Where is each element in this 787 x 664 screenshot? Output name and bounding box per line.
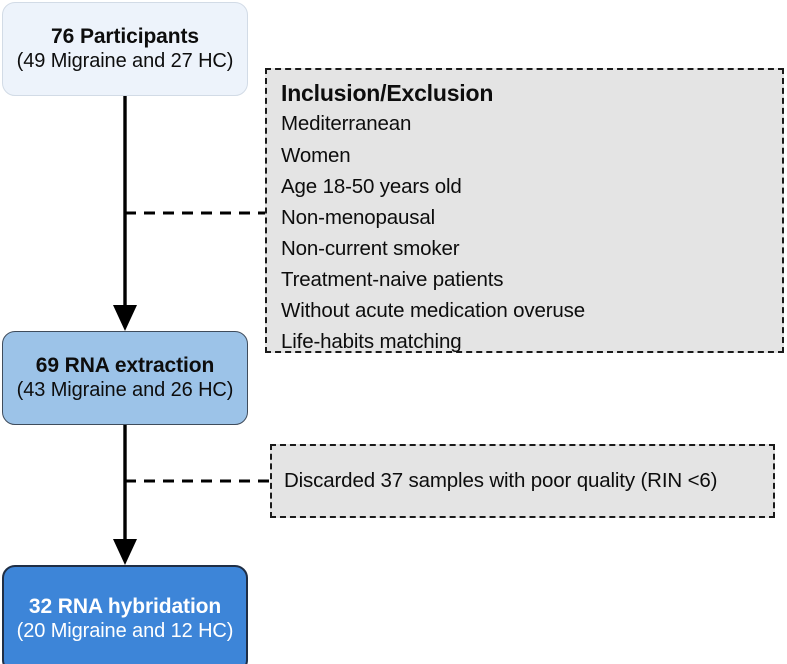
criteria-item: Mediterranean bbox=[281, 112, 412, 136]
criteria-item: Women bbox=[281, 143, 351, 167]
node-rna-extraction[interactable]: 69 RNA extraction (43 Migraine and 26 HC… bbox=[2, 331, 248, 425]
criteria-item: Age 18-50 years old bbox=[281, 174, 462, 198]
note-inclusion-exclusion-heading: Inclusion/Exclusion bbox=[281, 80, 494, 106]
node-rna-hybridation-title: 32 RNA hybridation bbox=[28, 595, 222, 619]
node-rna-hybridation[interactable]: 32 RNA hybridation (20 Migraine and 12 H… bbox=[2, 565, 248, 664]
criteria-list: Mediterranean Women Age 18-50 years old … bbox=[281, 108, 782, 357]
node-participants-subtitle: (49 Migraine and 27 HC) bbox=[16, 49, 234, 72]
criteria-item: Life-habits matching bbox=[281, 330, 462, 354]
note-discarded-samples-text: Discarded 37 samples with poor quality (… bbox=[284, 469, 718, 492]
connector-participants-to-extraction bbox=[113, 96, 137, 331]
note-discarded-samples[interactable]: Discarded 37 samples with poor quality (… bbox=[270, 444, 775, 518]
node-participants[interactable]: 76 Participants (49 Migraine and 27 HC) bbox=[2, 2, 248, 96]
node-rna-extraction-title: 69 RNA extraction bbox=[35, 354, 215, 378]
node-participants-title: 76 Participants bbox=[51, 25, 199, 49]
note-inclusion-exclusion[interactable]: Inclusion/Exclusion Mediterranean Women … bbox=[265, 68, 784, 353]
criteria-item: Without acute medication overuse bbox=[281, 299, 586, 323]
node-rna-extraction-subtitle: (43 Migraine and 26 HC) bbox=[16, 378, 234, 401]
criteria-item: Non-menopausal bbox=[281, 205, 436, 229]
node-rna-hybridation-subtitle: (20 Migraine and 12 HC) bbox=[16, 619, 234, 642]
connector-extraction-to-hybridation bbox=[113, 425, 137, 565]
criteria-item: Treatment-naive patients bbox=[281, 268, 504, 292]
criteria-item: Non-current smoker bbox=[281, 236, 460, 260]
